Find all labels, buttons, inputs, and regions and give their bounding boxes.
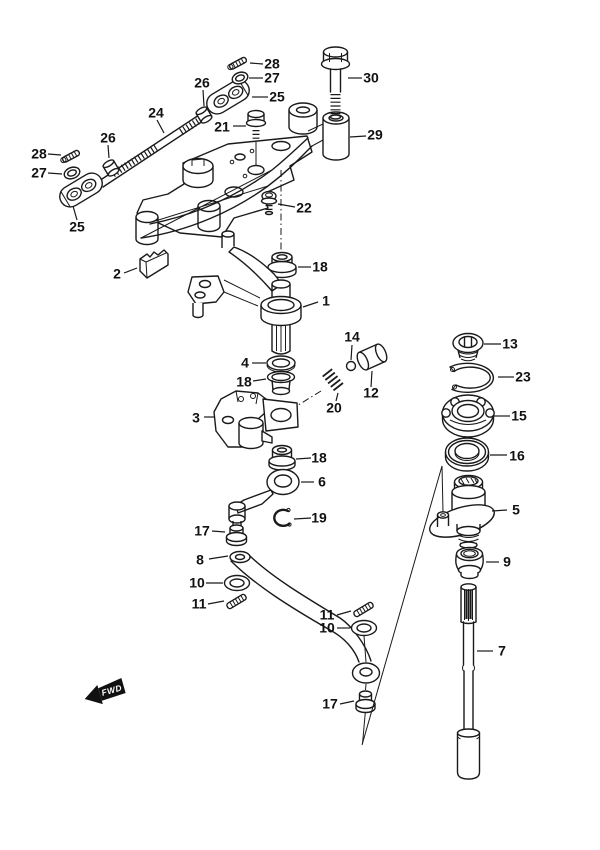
bolt-22 bbox=[260, 190, 278, 216]
part-callouts: 28 27 25 26 24 30 21 29 28 27 26 25 22 2… bbox=[31, 56, 531, 712]
part-label-25-left: 25 bbox=[69, 219, 85, 235]
rod-end-25-left bbox=[59, 172, 103, 208]
part-label-4: 4 bbox=[241, 355, 249, 371]
washer-4 bbox=[266, 355, 296, 373]
part-label-15: 15 bbox=[511, 408, 527, 424]
part-label-21: 21 bbox=[214, 119, 230, 135]
fwd-arrow: FWD bbox=[84, 678, 126, 705]
part-label-17-lower: 17 bbox=[322, 696, 338, 712]
part-label-25-right: 25 bbox=[269, 89, 285, 105]
part-label-18-mid: 18 bbox=[236, 374, 252, 390]
bushing-17-upper bbox=[225, 524, 248, 547]
part-label-2: 2 bbox=[113, 266, 121, 282]
cam-bracket-3 bbox=[213, 390, 299, 450]
part-label-12: 12 bbox=[363, 385, 379, 401]
part-label-8: 8 bbox=[196, 552, 204, 568]
part-label-26-left: 26 bbox=[100, 130, 116, 146]
bushing-18-lower bbox=[268, 444, 296, 471]
part-label-9: 9 bbox=[503, 554, 511, 570]
shaft-housing-5 bbox=[429, 474, 495, 549]
position-pointer-lines bbox=[361, 465, 444, 746]
part-label-17-upper: 17 bbox=[194, 523, 210, 539]
part-label-3: 3 bbox=[192, 410, 200, 426]
cap-13 bbox=[452, 332, 484, 362]
pivot-centerline bbox=[362, 635, 367, 745]
part-label-27-left: 27 bbox=[31, 165, 47, 181]
part-label-10-left: 10 bbox=[189, 575, 205, 591]
bushing-12 bbox=[356, 343, 388, 371]
clutch-arm-1 bbox=[187, 230, 302, 355]
part-label-26-right: 26 bbox=[194, 75, 210, 91]
ball-14 bbox=[345, 360, 357, 372]
pin-11-left bbox=[226, 593, 247, 610]
part-label-23: 23 bbox=[515, 369, 531, 385]
spring-20 bbox=[294, 368, 344, 408]
clutch-shaft-7 bbox=[456, 583, 481, 780]
part-label-13: 13 bbox=[502, 336, 518, 352]
nut-26-left bbox=[102, 159, 120, 177]
part-label-30: 30 bbox=[363, 70, 379, 86]
bushing-9 bbox=[455, 546, 484, 580]
part-label-18-top: 18 bbox=[312, 259, 328, 275]
part-label-11-right: 11 bbox=[320, 607, 335, 623]
bolt-30 bbox=[320, 46, 351, 120]
part-label-6: 6 bbox=[318, 474, 326, 490]
clip-19 bbox=[273, 507, 292, 527]
shift-arm-8 bbox=[229, 550, 381, 684]
part-label-1: 1 bbox=[322, 293, 330, 309]
part-label-27-right: 27 bbox=[264, 70, 280, 86]
part-label-16: 16 bbox=[509, 448, 525, 464]
part-label-28-right: 28 bbox=[264, 56, 280, 72]
leader-lines bbox=[47, 62, 514, 705]
washer-10-left bbox=[223, 574, 251, 592]
clip-28-left bbox=[60, 149, 81, 164]
bolt-21 bbox=[245, 109, 267, 165]
part-label-24: 24 bbox=[148, 105, 164, 121]
washer-10-right bbox=[350, 619, 378, 637]
clamp-2 bbox=[139, 249, 169, 279]
part-label-7: 7 bbox=[498, 643, 506, 659]
part-label-20: 20 bbox=[326, 400, 342, 416]
rod-end-25-right bbox=[206, 79, 250, 115]
mounting-plate bbox=[135, 135, 313, 246]
clip-28-right bbox=[227, 56, 248, 71]
part-label-14: 14 bbox=[344, 329, 360, 345]
pin-11-right bbox=[353, 601, 374, 618]
circlip-23 bbox=[449, 362, 495, 393]
bushing-18-mid bbox=[266, 370, 296, 396]
washer-27-right bbox=[231, 71, 249, 85]
lever-6 bbox=[228, 468, 300, 527]
plate-boss-top bbox=[182, 157, 214, 189]
part-label-10-right: 10 bbox=[319, 620, 335, 636]
part-label-29: 29 bbox=[367, 127, 383, 143]
part-label-28-left: 28 bbox=[31, 146, 47, 162]
part-label-19: 19 bbox=[311, 510, 327, 526]
part-label-22: 22 bbox=[296, 200, 312, 216]
seal-16 bbox=[444, 437, 490, 472]
part-label-18-lower: 18 bbox=[311, 450, 327, 466]
bearing-15 bbox=[441, 394, 495, 438]
part-label-5: 5 bbox=[512, 502, 520, 518]
bracket-29 bbox=[140, 102, 350, 239]
nut-26-right bbox=[195, 106, 213, 124]
part-label-11-left: 11 bbox=[192, 596, 207, 612]
plate-boss-left bbox=[135, 210, 159, 246]
bushing-17-lower bbox=[355, 690, 376, 714]
washer-27-left bbox=[63, 166, 81, 180]
